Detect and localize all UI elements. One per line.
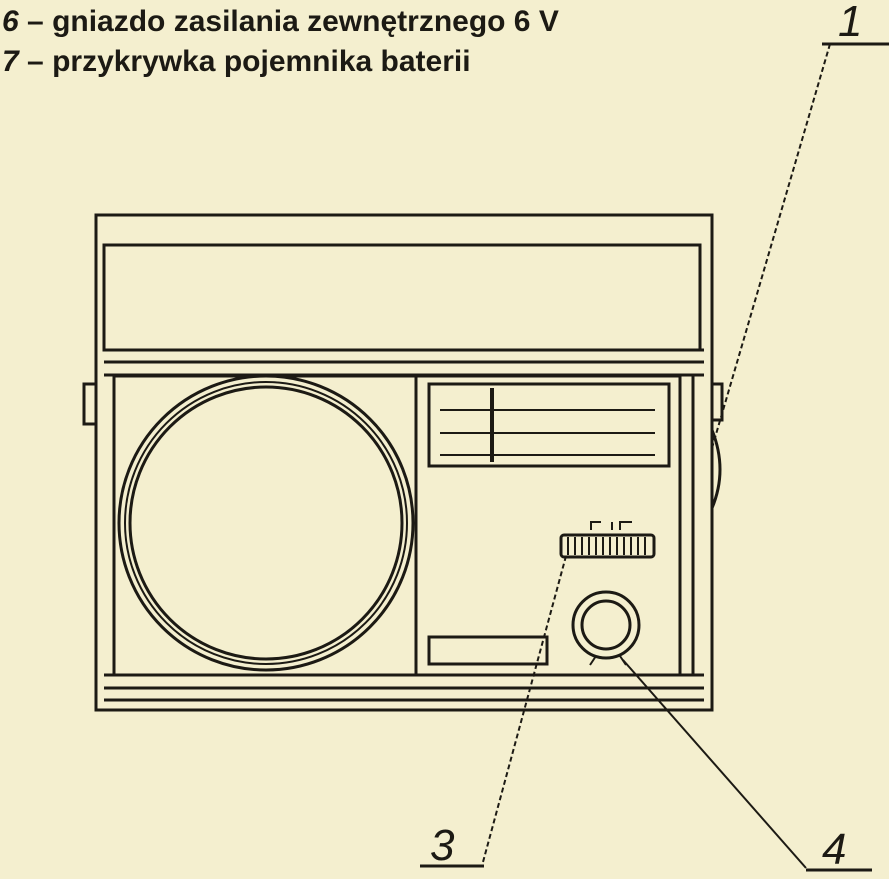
speaker-ring-inner <box>128 385 404 661</box>
legend-item-7: 7 – przykrywka pojemnika baterii <box>2 42 559 82</box>
knurling <box>567 537 646 555</box>
carry-handle <box>102 243 702 352</box>
legend: 6 – gniazdo zasilania zewnętrznego 6 V 7… <box>2 2 559 82</box>
legend-text: przykrywka pojemnika baterii <box>52 45 471 78</box>
radio-body <box>94 213 714 712</box>
legend-dash: – <box>27 5 44 38</box>
volume-knob-outer <box>571 590 641 660</box>
tuning-scale <box>427 382 671 468</box>
callout-label-4: 4 <box>822 825 846 874</box>
callout-label-3: 3 <box>430 821 455 870</box>
legend-text: gniazdo zasilania zewnętrznego 6 V <box>52 5 559 38</box>
volume-knob-inner <box>580 599 632 651</box>
callout-label-1: 1 <box>838 0 862 46</box>
leader-line-4 <box>622 659 807 869</box>
legend-number: 7 <box>2 45 19 78</box>
speaker-ring-middle <box>124 381 408 665</box>
knurled-knob <box>559 533 656 559</box>
legend-dash: – <box>27 45 44 78</box>
legend-item-6: 6 – gniazdo zasilania zewnętrznego 6 V <box>2 2 559 42</box>
knob-marks <box>590 521 632 530</box>
leader-line-1 <box>711 43 831 449</box>
leader-line-3 <box>482 555 567 863</box>
control-panel <box>414 374 682 677</box>
side-knob-right <box>710 382 724 422</box>
legend-number: 6 <box>2 5 19 38</box>
speaker-ring-outer <box>117 374 415 672</box>
side-knob-left <box>82 382 98 426</box>
label-window <box>427 635 549 666</box>
